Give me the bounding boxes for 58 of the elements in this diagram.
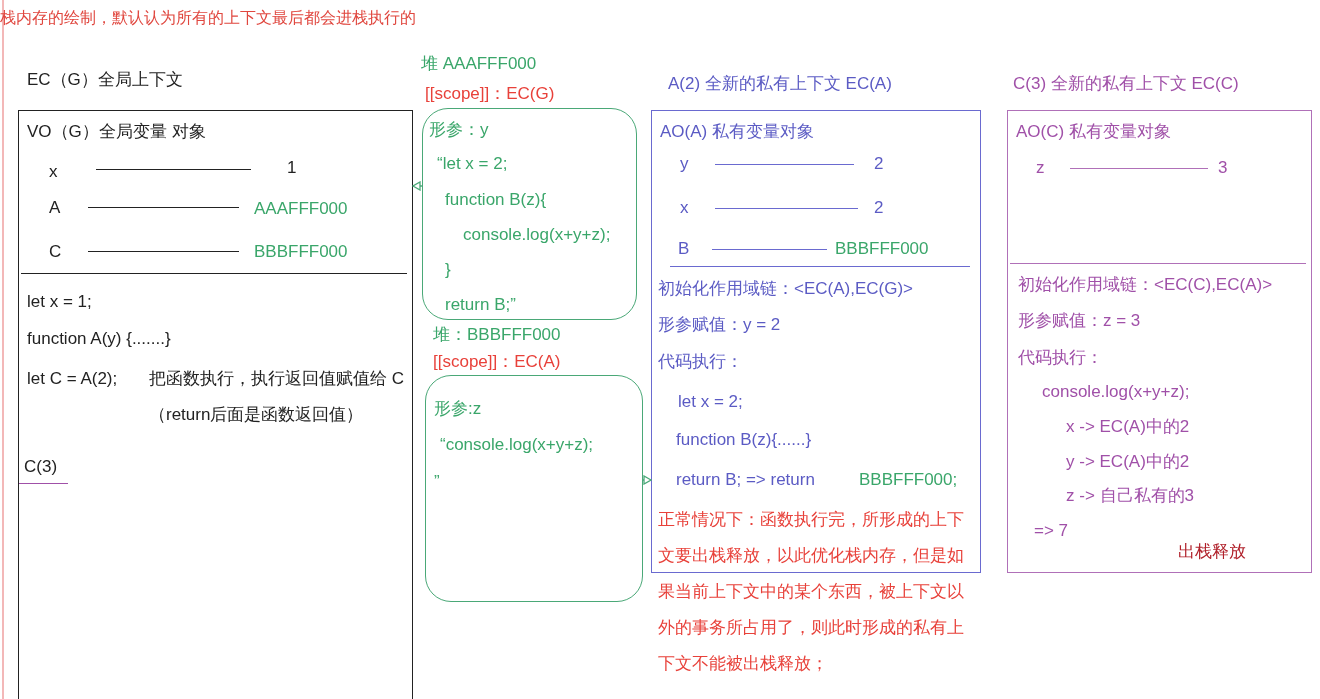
variable-name: A (49, 197, 61, 219)
result-text: => 7 (1034, 520, 1069, 542)
param-text: 形参赋值：z = 3 (1018, 310, 1141, 332)
code-line: console.log(x+y+z); (1042, 381, 1190, 403)
heap-address: BBBFFF000 (835, 238, 929, 260)
heading: C(3) 全新的私有上下文 EC(C) (1013, 73, 1239, 95)
code-line: z -> 自己私有的3 (1066, 485, 1194, 507)
variable-value: 2 (874, 197, 884, 219)
variable-name: B (678, 238, 690, 260)
step-label: 代码执行： (1018, 347, 1103, 369)
code-line: “let x = 2; (437, 153, 508, 175)
object-title: VO（G）全局变量 对象 (27, 121, 206, 143)
code-line: console.log(x+y+z); (463, 224, 611, 246)
arrow (412, 181, 423, 191)
code-line: let C = A(2); (27, 368, 118, 390)
note-text: 出栈释放 (1178, 541, 1246, 563)
param-text: 形参赋值：y = 2 (658, 314, 781, 336)
code-line: “console.log(x+y+z); (440, 434, 594, 456)
variable-value: 2 (874, 153, 884, 175)
variable-name: z (1036, 157, 1045, 179)
object-title: AO(A) 私有变量对象 (660, 121, 814, 143)
code-line: function B(z){ (445, 189, 547, 211)
title: 栈内存的绘制，默认认为所有的上下文最后都会进栈执行的 (0, 8, 416, 28)
step-label: 代码执行： (658, 351, 743, 373)
code-line: return B; => return (676, 469, 815, 491)
heading: 堆 AAAFFF000 (421, 53, 537, 75)
code-line: ” (434, 471, 440, 493)
variable-value: 1 (287, 157, 297, 179)
code-line: C(3) (24, 456, 58, 478)
param-text: 形参：y (429, 119, 489, 141)
param-text: 形参:z (434, 398, 482, 420)
arrow (642, 475, 652, 485)
heading: A(2) 全新的私有上下文 EC(A) (668, 73, 892, 95)
heading: 堆：BBBFFF000 (433, 324, 561, 346)
code-line: x -> EC(A)中的2 (1066, 416, 1190, 438)
code-line: } (445, 259, 451, 281)
code-line: function B(z){......} (676, 429, 812, 451)
heap-address: BBBFFF000; (859, 469, 958, 491)
code-line: return B;” (445, 294, 516, 316)
variable-name: x (680, 197, 689, 219)
code-line: let x = 1; (27, 291, 92, 313)
variable-name: x (49, 161, 58, 183)
scope-chain: 初始化作用域链：<EC(A),EC(G)> (658, 278, 914, 300)
scope-label: [[scope]]：EC(A) (433, 351, 561, 373)
note-paragraph: 正常情况下：函数执行完，所形成的上下文要出栈释放，以此优化栈内存，但是如果当前上下文中的某个东西，被上下文以外的事务所占用了，则此时形成的私有上下文不能被出栈释放； (658, 509, 965, 675)
code-line: function A(y) {.......} (27, 328, 171, 350)
variable-name: y (680, 153, 689, 175)
heap-address: BBBFFF000 (254, 241, 348, 263)
heap-address: AAAFFF000 (254, 198, 348, 220)
scope-chain: 初始化作用域链：<EC(C),EC(A)> (1018, 274, 1273, 296)
variable-value: 3 (1218, 157, 1228, 179)
object-title: AO(C) 私有变量对象 (1016, 121, 1171, 143)
variable-name: C (49, 241, 62, 263)
code-line: let x = 2; (678, 391, 743, 413)
heading: EC（G）全局上下文 (27, 69, 183, 91)
scope-label: [[scope]]：EC(G) (425, 83, 555, 105)
code-line: y -> EC(A)中的2 (1066, 451, 1190, 473)
note-text: 把函数执行，执行返回值赋值给 C（return后面是函数返回值） (149, 368, 405, 426)
